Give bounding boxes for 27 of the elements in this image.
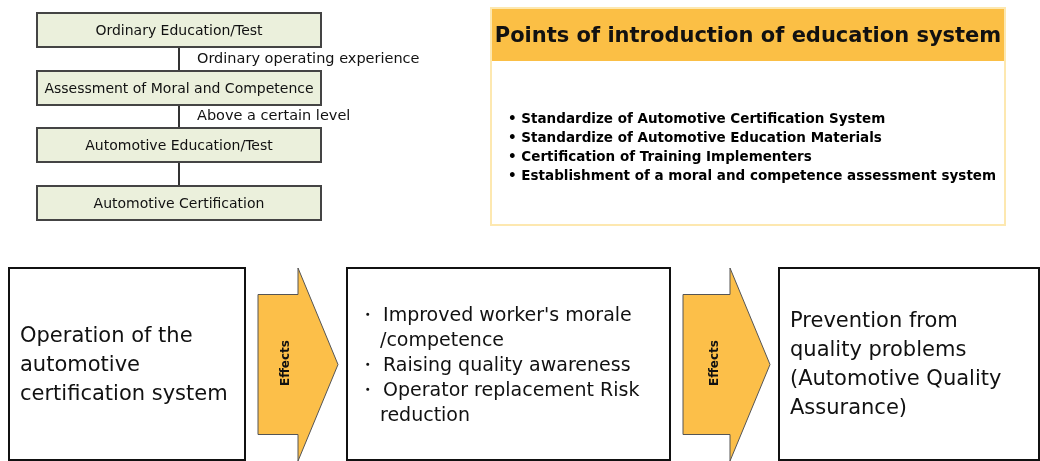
block-arrow (257, 267, 339, 461)
connector-line (178, 47, 180, 71)
process-box: Automotive Certification (36, 185, 322, 221)
process-box (8, 267, 246, 461)
process-box: Assessment of Moral and Competence (36, 70, 322, 106)
edge-label: Effects (707, 340, 721, 387)
box-text: Operation of the automotive certification system (20, 321, 229, 407)
process-box: Automotive Education/Test (36, 127, 322, 163)
process-box (778, 267, 1040, 461)
bullet-item: • Standardize of Automotive Education Materials (508, 128, 883, 147)
block-arrow (682, 267, 771, 461)
bullet-item: • Certification of Training Implementers (508, 147, 813, 166)
process-box: Ordinary Education/Test (36, 12, 322, 48)
card-header: Points of introduction of education system (492, 9, 1004, 61)
edge-label: Effects (278, 340, 292, 387)
bullet-item: ・ Improved worker's morale /competence (358, 301, 633, 352)
box-text: Prevention from quality problems (Automotive Quality Assurance) (790, 307, 1003, 421)
edge-label: Ordinary operating experience (197, 50, 420, 66)
bullet-item: • Standardize of Automotive Certification System (508, 109, 887, 128)
info-card (490, 7, 1006, 226)
process-box (346, 267, 671, 461)
bullet-item: ・ Operator replacement Risk reduction (358, 376, 641, 427)
connector-line (178, 162, 180, 186)
edge-label: Above a certain level (197, 107, 351, 123)
connector-line (178, 105, 180, 128)
bullet-item: ・ Raising quality awareness (358, 351, 632, 377)
bullet-item: • Establishment of a moral and competence assessment system (508, 166, 997, 185)
